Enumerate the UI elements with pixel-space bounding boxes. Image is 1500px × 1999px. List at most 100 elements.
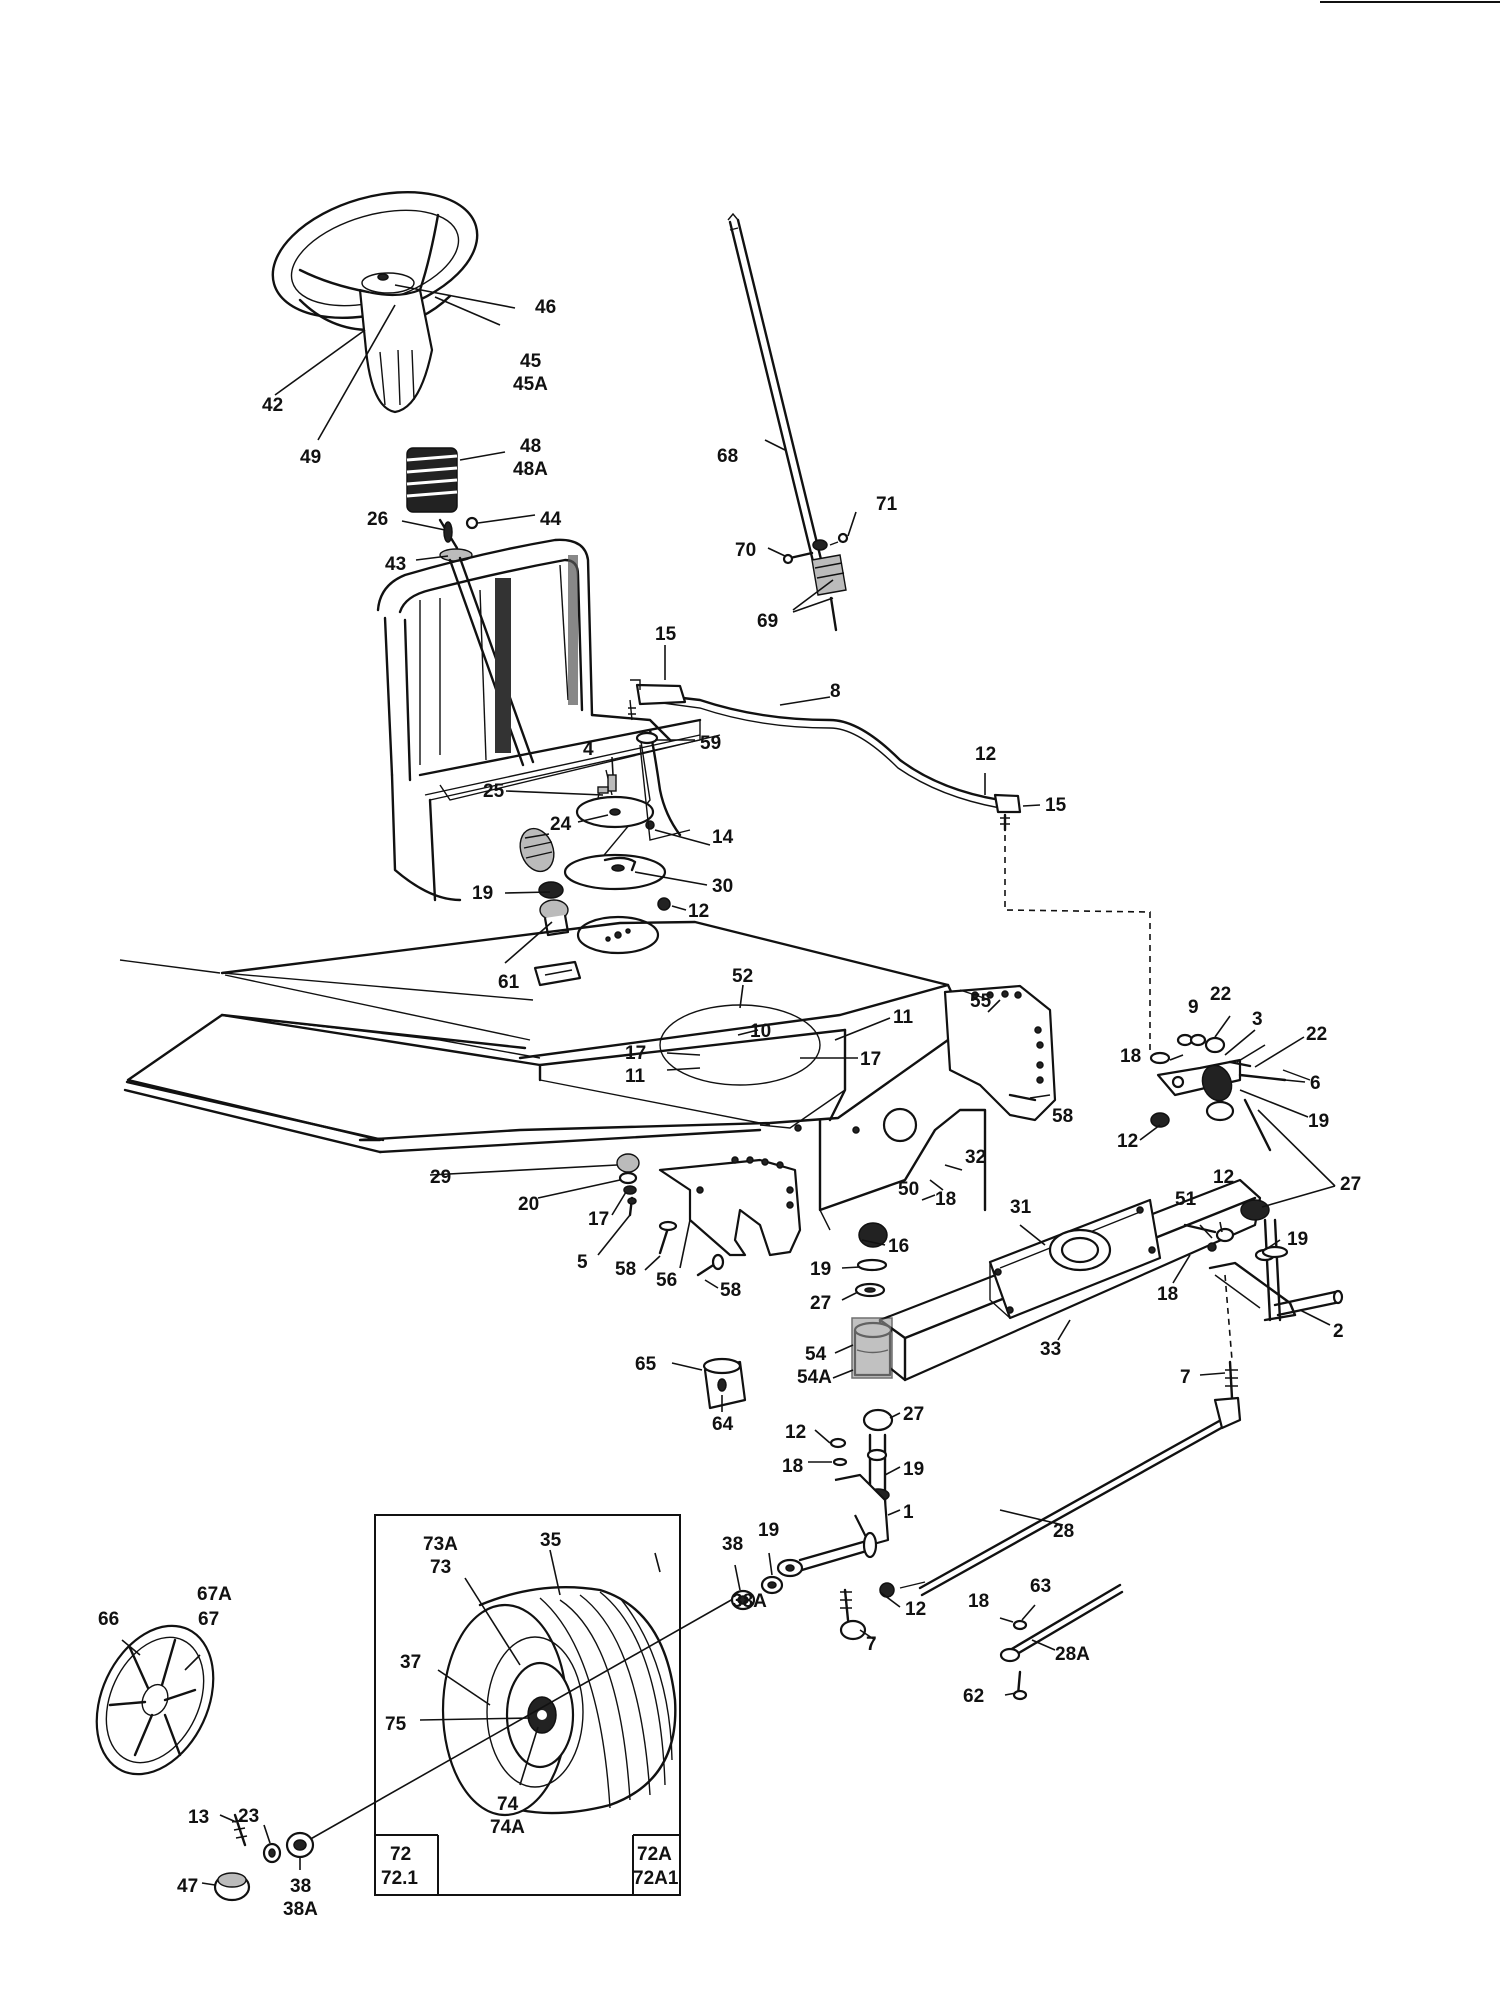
label-74: 74 [497, 1794, 519, 1815]
label-11-right: 11 [893, 1007, 914, 1028]
label-1: 1 [903, 1502, 914, 1523]
left-spindle [776, 1433, 895, 1641]
label-64: 64 [712, 1414, 734, 1435]
label-27-left: 27 [810, 1293, 831, 1314]
label-54a: 54A [797, 1367, 832, 1388]
label-42: 42 [262, 395, 283, 416]
label-4: 4 [583, 739, 594, 760]
label-33: 33 [1040, 1339, 1061, 1360]
steering-shaft [438, 516, 535, 767]
label-38-cap: 38 [290, 1876, 311, 1897]
tie-rod [899, 1274, 1242, 1597]
label-32: 32 [965, 1147, 986, 1168]
steering-pinion [519, 827, 582, 987]
label-22-right: 22 [1306, 1024, 1327, 1045]
label-19-arm: 19 [1308, 1111, 1329, 1132]
label-15-top: 15 [655, 624, 677, 645]
right-spindle [1183, 1199, 1344, 1322]
inset-72: 72 [390, 1844, 411, 1865]
label-46: 46 [535, 297, 556, 318]
label-75: 75 [385, 1714, 407, 1735]
label-7-bottom: 7 [866, 1634, 877, 1655]
label-10: 10 [750, 1021, 771, 1042]
steering-wheel [271, 190, 479, 414]
label-73: 73 [430, 1557, 451, 1578]
label-51: 51 [1175, 1189, 1197, 1210]
label-19-right: 19 [1287, 1229, 1308, 1250]
label-29: 29 [430, 1167, 451, 1188]
bracket-55 [943, 984, 1057, 1122]
inset-72a: 72A [637, 1844, 672, 1865]
label-3: 3 [1252, 1009, 1263, 1030]
label-20: 20 [518, 1194, 539, 1215]
label-27-lower: 27 [903, 1404, 924, 1425]
label-14: 14 [712, 827, 734, 848]
label-47: 47 [177, 1876, 198, 1897]
front-tire [441, 1585, 677, 1817]
label-38a-axle: 38A [732, 1591, 767, 1612]
frame [119, 920, 987, 1231]
label-17-left: 17 [625, 1043, 646, 1064]
label-12-spindle-bottom: 12 [905, 1599, 926, 1620]
dash-console [376, 538, 721, 902]
label-74a: 74A [490, 1817, 525, 1838]
label-43: 43 [385, 554, 406, 575]
label-67a: 67A [197, 1584, 232, 1605]
label-16: 16 [888, 1236, 909, 1257]
label-31: 31 [1010, 1197, 1032, 1218]
label-11-left: 11 [625, 1066, 646, 1087]
label-71: 71 [876, 494, 898, 515]
label-19-left: 19 [810, 1259, 831, 1280]
axle-cap-parts [213, 1813, 315, 1902]
label-15-right: 15 [1045, 795, 1067, 816]
drag-link [628, 679, 1022, 832]
label-59: 59 [700, 733, 721, 754]
label-26: 26 [367, 509, 388, 530]
label-52: 52 [732, 966, 753, 987]
leader-lines [121, 284, 1336, 1886]
label-12-spindle: 12 [1213, 1167, 1234, 1188]
label-28: 28 [1053, 1521, 1074, 1542]
label-56: 56 [656, 1270, 677, 1291]
label-58-left: 58 [615, 1259, 636, 1280]
label-13: 13 [188, 1807, 209, 1828]
label-49: 49 [300, 447, 321, 468]
label-48: 48 [520, 436, 541, 457]
label-37: 37 [400, 1652, 421, 1673]
steering-spring [406, 447, 458, 513]
label-38a-cap: 38A [283, 1899, 318, 1920]
label-35: 35 [540, 1530, 562, 1551]
inset-72a1: 72A1 [633, 1868, 679, 1889]
label-58-right: 58 [1052, 1106, 1073, 1127]
label-27-right: 27 [1340, 1174, 1361, 1195]
label-61: 61 [498, 972, 520, 993]
label-18-rod: 18 [968, 1591, 989, 1612]
label-12-arm: 12 [1117, 1131, 1138, 1152]
label-54: 54 [805, 1344, 827, 1365]
label-68: 68 [717, 446, 738, 467]
label-22-top: 22 [1210, 984, 1231, 1005]
bolts-58 [658, 1093, 1037, 1277]
hubcap [95, 1624, 215, 1776]
label-58-bottom: 58 [720, 1280, 741, 1301]
label-19-spindle: 19 [903, 1459, 924, 1480]
axle-washers [730, 1575, 784, 1611]
steering-arm-right [1149, 1033, 1311, 1152]
label-23: 23 [238, 1806, 259, 1827]
label-38-axle: 38 [722, 1534, 743, 1555]
label-70: 70 [735, 540, 756, 561]
label-44: 44 [540, 509, 562, 530]
label-28a: 28A [1055, 1644, 1090, 1665]
label-19-pinion: 19 [472, 883, 493, 904]
bushing-64 [702, 1357, 747, 1410]
label-18-spindle-left: 18 [782, 1456, 803, 1477]
bracket-56 [658, 1156, 802, 1257]
inset-72-1: 72.1 [381, 1868, 418, 1889]
label-69: 69 [757, 611, 778, 632]
part-labels: 46 45 45A 42 49 48 48A 26 44 43 68 71 70… [98, 297, 1361, 1920]
label-63: 63 [1030, 1576, 1051, 1597]
label-17-bottom: 17 [588, 1209, 609, 1230]
label-25: 25 [483, 781, 505, 802]
axle-line [299, 1594, 741, 1846]
